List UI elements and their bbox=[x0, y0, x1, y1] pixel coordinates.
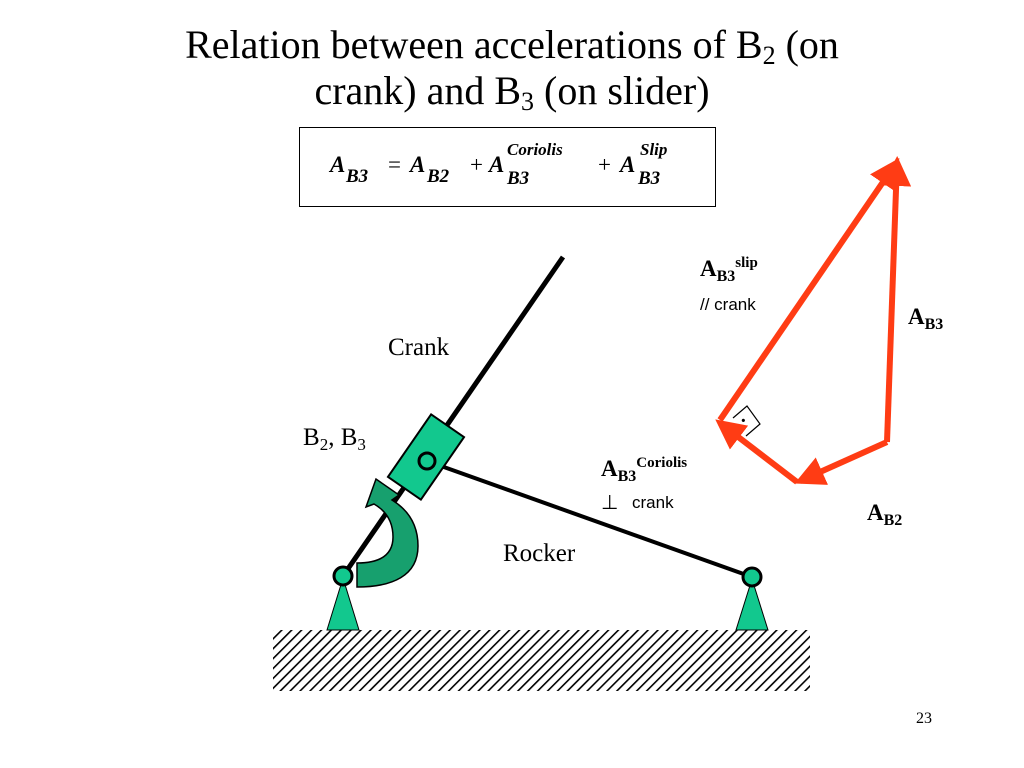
vector-ab3-slip bbox=[717, 158, 900, 422]
title-subscript-2: 3 bbox=[521, 87, 535, 116]
coriolis-note: crank bbox=[632, 493, 674, 512]
title-text-4: (on slider) bbox=[534, 68, 710, 113]
title-text-2: (on bbox=[775, 22, 839, 67]
slide-title: Relation between accelerations of B2 (on… bbox=[0, 22, 1024, 116]
ab2-label-main: A bbox=[867, 500, 884, 525]
slip-label-superscript: slip bbox=[735, 255, 758, 271]
coriolis-label-superscript: Coriolis bbox=[636, 455, 688, 471]
coriolis-label-main: A bbox=[601, 456, 618, 481]
eq-term3-symbol: A bbox=[620, 152, 636, 177]
rocker-support bbox=[735, 577, 769, 631]
point-b-subscript-2: 2 bbox=[319, 435, 329, 454]
ab3-label-subscript: B3 bbox=[924, 316, 944, 333]
eq-term2-superscript: Coriolis bbox=[507, 140, 563, 159]
crank-link bbox=[340, 255, 566, 578]
crank-pivot bbox=[332, 565, 354, 587]
eq-term1-subscript: B2 bbox=[427, 166, 450, 187]
eq-lhs-subscript: B3 bbox=[346, 166, 369, 187]
crank-label: Crank bbox=[388, 334, 450, 361]
ground-hatch bbox=[273, 630, 810, 691]
title-subscript-1: 2 bbox=[762, 41, 776, 70]
rocker-label: Rocker bbox=[503, 540, 576, 567]
crank-support bbox=[326, 576, 360, 631]
ab2-vector-label: AB2 bbox=[867, 500, 903, 529]
slip-label-subscript: B3 bbox=[716, 268, 736, 285]
eq-term1-symbol: A bbox=[410, 152, 426, 177]
slider-pin bbox=[417, 451, 437, 471]
slip-vector-label: AB3slip bbox=[700, 255, 758, 285]
right-angle-marker bbox=[732, 405, 761, 437]
point-b-separator: , B bbox=[328, 424, 358, 451]
eq-equals: = bbox=[388, 152, 401, 177]
slip-note: // crank bbox=[700, 295, 756, 314]
vector-ab3-coriolis bbox=[715, 419, 799, 485]
rocker-link bbox=[426, 459, 753, 579]
slip-label-main: A bbox=[700, 256, 717, 281]
title-line-1: Relation between accelerations of B2 (on bbox=[0, 22, 1024, 70]
eq-plus-2: + bbox=[598, 152, 611, 177]
eq-lhs-symbol: A bbox=[330, 152, 346, 177]
point-b-label: B2, B3 bbox=[303, 424, 366, 454]
ab3-label-main: A bbox=[908, 304, 925, 329]
eq-term3-superscript: Slip bbox=[640, 140, 668, 159]
vector-ab3 bbox=[881, 156, 912, 443]
eq-plus-1: + bbox=[470, 152, 483, 177]
right-angle-dot: · bbox=[740, 410, 747, 432]
eq-term2-symbol: A bbox=[489, 152, 505, 177]
ab2-label-subscript: B2 bbox=[883, 512, 903, 529]
vector-ab2 bbox=[794, 439, 889, 485]
title-text-1: Relation between accelerations of B bbox=[185, 22, 763, 67]
point-b-text: B bbox=[303, 424, 320, 451]
rotation-arrow-icon bbox=[356, 477, 419, 588]
ab3-vector-label: AB3 bbox=[908, 304, 944, 333]
perpendicular-icon: ⊥ bbox=[601, 492, 619, 514]
coriolis-vector-label: AB3Coriolis bbox=[601, 455, 688, 485]
title-line-2: crank) and B3 (on slider) bbox=[0, 68, 1024, 116]
equation-box: A B3 = A B2 + A B3 Coriolis + A B3 Slip bbox=[299, 127, 716, 207]
rocker-pivot bbox=[741, 566, 763, 588]
eq-term2-subscript: B3 bbox=[507, 168, 530, 189]
title-text-3: crank) and B bbox=[314, 68, 522, 113]
coriolis-label-subscript: B3 bbox=[617, 468, 637, 485]
acceleration-equation: A B3 = A B2 + A B3 Coriolis + A B3 Slip bbox=[330, 128, 710, 208]
eq-term3-subscript: B3 bbox=[638, 168, 661, 189]
point-b-subscript-3: 3 bbox=[357, 435, 366, 454]
page-number: 23 bbox=[916, 710, 932, 727]
